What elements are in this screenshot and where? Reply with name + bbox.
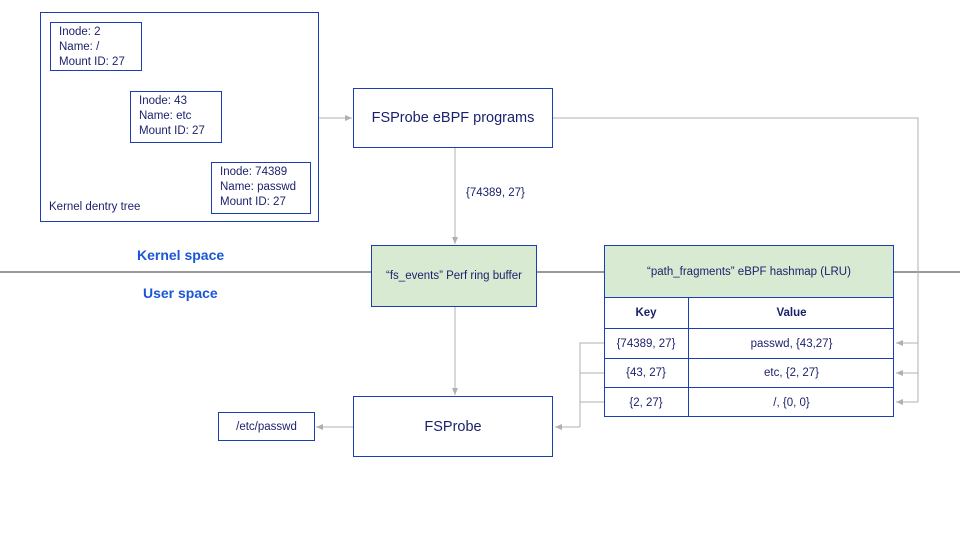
dentry-node-passwd: Inode: 74389 Name: passwd Mount ID: 27 bbox=[211, 162, 311, 214]
perf-ring-buffer: “fs_events” Perf ring buffer bbox=[371, 245, 537, 307]
dentry-node-inode: Inode: 43 bbox=[139, 95, 187, 107]
ebpf-to-hashmap-line bbox=[553, 117, 919, 402]
dentry-node-mount: Mount ID: 27 bbox=[59, 56, 125, 69]
event-label: {74389, 27} bbox=[466, 187, 525, 199]
hashmap-value-header: Value bbox=[776, 307, 807, 319]
hashmap-value-cell: passwd, {43,27} bbox=[750, 337, 833, 350]
hashmap-row-divider bbox=[604, 358, 894, 360]
hashmap-to-fsprobe-line bbox=[579, 342, 604, 427]
kernel-space-label: Kernel space bbox=[137, 247, 225, 263]
hashmap-key-cell: {74389, 27} bbox=[616, 337, 676, 350]
hashmap-table bbox=[604, 297, 894, 417]
hashmap-row-divider bbox=[604, 387, 894, 389]
hashmap-value-cell: /, {0, 0} bbox=[773, 396, 810, 409]
dentry-node-inode: Inode: 74389 bbox=[220, 166, 288, 178]
dentry-node-root: Inode: 2 Name: / Mount ID: 27 bbox=[50, 22, 142, 71]
dentry-node-mount: Mount ID: 27 bbox=[139, 125, 205, 138]
hashmap-row-divider bbox=[604, 328, 894, 330]
hashmap-col-divider bbox=[688, 298, 690, 416]
dentry-tree-caption: Kernel dentry tree bbox=[49, 201, 141, 213]
dentry-node-inode: Inode: 2 bbox=[59, 26, 101, 38]
hashmap-key-cell: {43, 27} bbox=[626, 367, 666, 379]
dentry-node-etc: Inode: 43 Name: etc Mount ID: 27 bbox=[130, 91, 222, 143]
dentry-node-mount: Mount ID: 27 bbox=[220, 196, 286, 209]
hashmap-key-header: Key bbox=[635, 307, 657, 319]
hashmap-value-cell: etc, {2, 27} bbox=[764, 367, 819, 379]
dentry-node-name: Name: passwd bbox=[220, 181, 297, 194]
hashmap-title: “path_fragments” eBPF hashmap (LRU) bbox=[604, 245, 894, 298]
fsprobe-box: FSProbe bbox=[353, 396, 553, 457]
ebpf-programs-box: FSProbe eBPF programs bbox=[353, 88, 553, 148]
dentry-node-name: Name: etc bbox=[139, 110, 192, 123]
output-path-box: /etc/passwd bbox=[218, 412, 315, 441]
hashmap-key-cell: {2, 27} bbox=[629, 396, 663, 409]
dentry-node-name: Name: / bbox=[59, 41, 100, 54]
user-space-label: User space bbox=[143, 285, 218, 301]
